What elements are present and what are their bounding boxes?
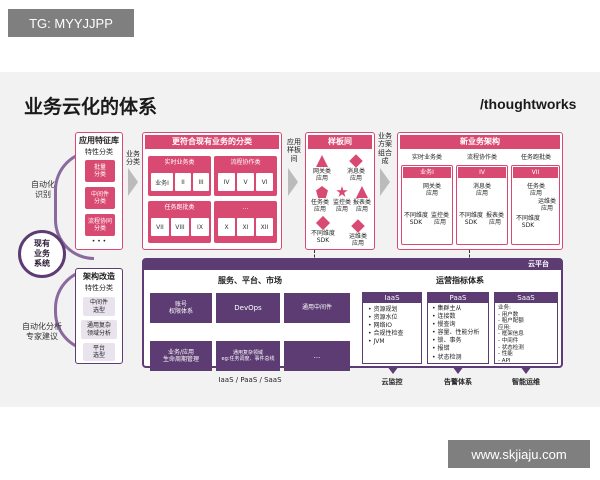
auto-analysis-label: 自动化分析 专家建议 [22, 322, 62, 341]
sample-room-title: 样板间 [308, 135, 372, 149]
sample-gateway: 网关类 应用 [312, 168, 331, 183]
fit-cell-8: VIII [171, 218, 189, 236]
arch-col2-item1: 消息类 应用 [472, 183, 491, 198]
fit-cell-2: II [175, 173, 191, 191]
arch-col3-item3: 不同维度 SDK [515, 215, 540, 230]
services-footer: IaaS / PaaS / SaaS [218, 376, 282, 384]
sample-task: 任务类 应用 [310, 199, 329, 214]
arch-col3-name: 任务跑批类 [520, 154, 551, 161]
arch-col3-item1: 任务类 应用 [526, 183, 545, 198]
fit-group-other-label: ... [242, 204, 249, 211]
arch-col2-item3: 报表类 应用 [485, 212, 504, 227]
fit-group-batch-label: 任务跑批类 [164, 204, 195, 211]
batch-category: 批量 分类 [85, 160, 115, 182]
middleware-service: 通用中间件 [284, 293, 350, 323]
fit-cell-3: III [193, 173, 209, 191]
iaas-down-arrow [387, 366, 399, 374]
complex-domain-service: 通用复杂领域 eg:任务调度、事件总线 [216, 341, 280, 371]
biz-category-label: 业务 分类 [126, 150, 140, 167]
fit-cell-7: VII [151, 218, 169, 236]
combination-label: 业务 方案 组合 成 [378, 132, 392, 166]
arch-col2-item2: 不同维度 SDK [458, 212, 483, 227]
arch-reform-title: 架构改造 [83, 272, 115, 281]
fit-cell-10: X [218, 218, 235, 236]
aiops-label: 智能运维 [512, 378, 540, 386]
account-permission-service: 账号 权限体系 [150, 293, 212, 323]
middleware-selection: 中间件 选型 [83, 297, 115, 316]
saas-list: 业务:- 用户数- 租户配额应用:- 框架信息- 中间件- 状态检测- 性能- … [498, 305, 524, 364]
arch-col1-item1: 网关类 应用 [422, 183, 441, 198]
arch-col1-item3: 监控类 应用 [430, 212, 449, 227]
new-architecture-box [397, 132, 563, 250]
fit-cell-12: XII [256, 218, 273, 236]
arch-col2-box [456, 165, 508, 245]
iaas-list: 资源规划资源水位网络IO合规性检查JVM [368, 306, 420, 346]
fit-cell-4: IV [218, 173, 235, 191]
feature-library-title: 应用特征库 [79, 136, 119, 145]
arrow-biz-category [128, 168, 138, 196]
arch-col2-tag: IV [458, 167, 506, 178]
cloud-platform-title: 云平台 [528, 260, 549, 268]
existing-system-circle: 现有 业务 系统 [18, 230, 66, 278]
watermark-top: TG: MYYJJPP [8, 9, 134, 37]
ops-metrics-title: 运营指标体系 [436, 276, 484, 285]
fit-classification-title: 更符合现有业务的分类 [145, 135, 279, 149]
complex-domain-analysis: 通用复杂 领域分析 [81, 320, 117, 339]
saas-down-arrow [520, 366, 532, 374]
services-title: 服务、平台、市场 [218, 276, 282, 285]
lifecycle-service: 业务/应用 生命周期管理 [150, 341, 212, 371]
feature-library-subtitle: 特性分类 [85, 148, 113, 156]
monitor-app-icon [336, 186, 348, 197]
paas-header: PaaS [428, 293, 488, 303]
feature-library-more: • • • [91, 238, 107, 245]
arch-col3-tag: VII [513, 167, 558, 178]
task-app-icon [316, 186, 328, 198]
sample-message: 消息类 应用 [346, 168, 365, 183]
sample-report: 报表类 应用 [352, 199, 371, 214]
saas-box [494, 292, 558, 364]
cloud-monitor-label: 云监控 [381, 378, 403, 386]
arch-col3-box [511, 165, 560, 245]
paas-down-arrow [452, 366, 464, 374]
fit-cell-11: XI [237, 218, 254, 236]
process-category: 流程协同 分类 [85, 214, 115, 236]
middleware-category: 中间件 分类 [85, 187, 115, 209]
fit-cell-9: IX [191, 218, 209, 236]
auto-identify-label: 自动化 识别 [31, 180, 55, 199]
arch-col2-name: 流程协作类 [466, 154, 497, 161]
arch-col3-item2: 运维类 应用 [537, 198, 556, 213]
paas-list: 集群主从连接数慢查询容量、性能分析锁、事务报错状态检测 [432, 305, 488, 362]
sample-sdk: 不同维度 SDK [310, 230, 335, 245]
new-architecture-title: 新业务架构 [400, 135, 560, 149]
fit-cell-5: V [237, 173, 254, 191]
thoughtworks-logo: /thoughtworks [480, 96, 577, 112]
arrow-app-sample [288, 168, 298, 196]
fit-cell-6: VI [256, 173, 273, 191]
diagram-title: 业务云化的体系 [24, 96, 158, 118]
alert-system-label: 告警体系 [444, 378, 472, 386]
fit-cell-1: 业务I [151, 173, 173, 191]
devops-service: DevOps [216, 293, 280, 323]
arch-col1-box [401, 165, 453, 245]
saas-header: SaaS [495, 293, 557, 303]
cloud-platform-header [143, 259, 562, 270]
iaas-header: IaaS [363, 293, 421, 303]
arch-col1-tag: 业务I [403, 167, 451, 178]
platform-selection: 平台 选型 [83, 343, 115, 361]
more-service: ... [284, 341, 350, 371]
sample-monitor: 监控类 应用 [332, 199, 351, 214]
cloud-platform-box [142, 258, 563, 368]
arch-col1-name: 实时业务类 [411, 154, 442, 161]
arch-reform-subtitle: 特性分类 [85, 284, 113, 292]
arrow-combination [380, 168, 390, 196]
fit-group-realtime-label: 实时业务类 [164, 159, 195, 166]
sample-ops: 运维类 应用 [348, 233, 367, 248]
watermark-bottom: www.skjiaju.com [448, 440, 590, 468]
fit-group-process-label: 流程协作类 [230, 159, 261, 166]
arch-col1-item2: 不同维度 SDK [403, 212, 428, 227]
app-sample-label: 应用 样板 间 [287, 138, 301, 163]
